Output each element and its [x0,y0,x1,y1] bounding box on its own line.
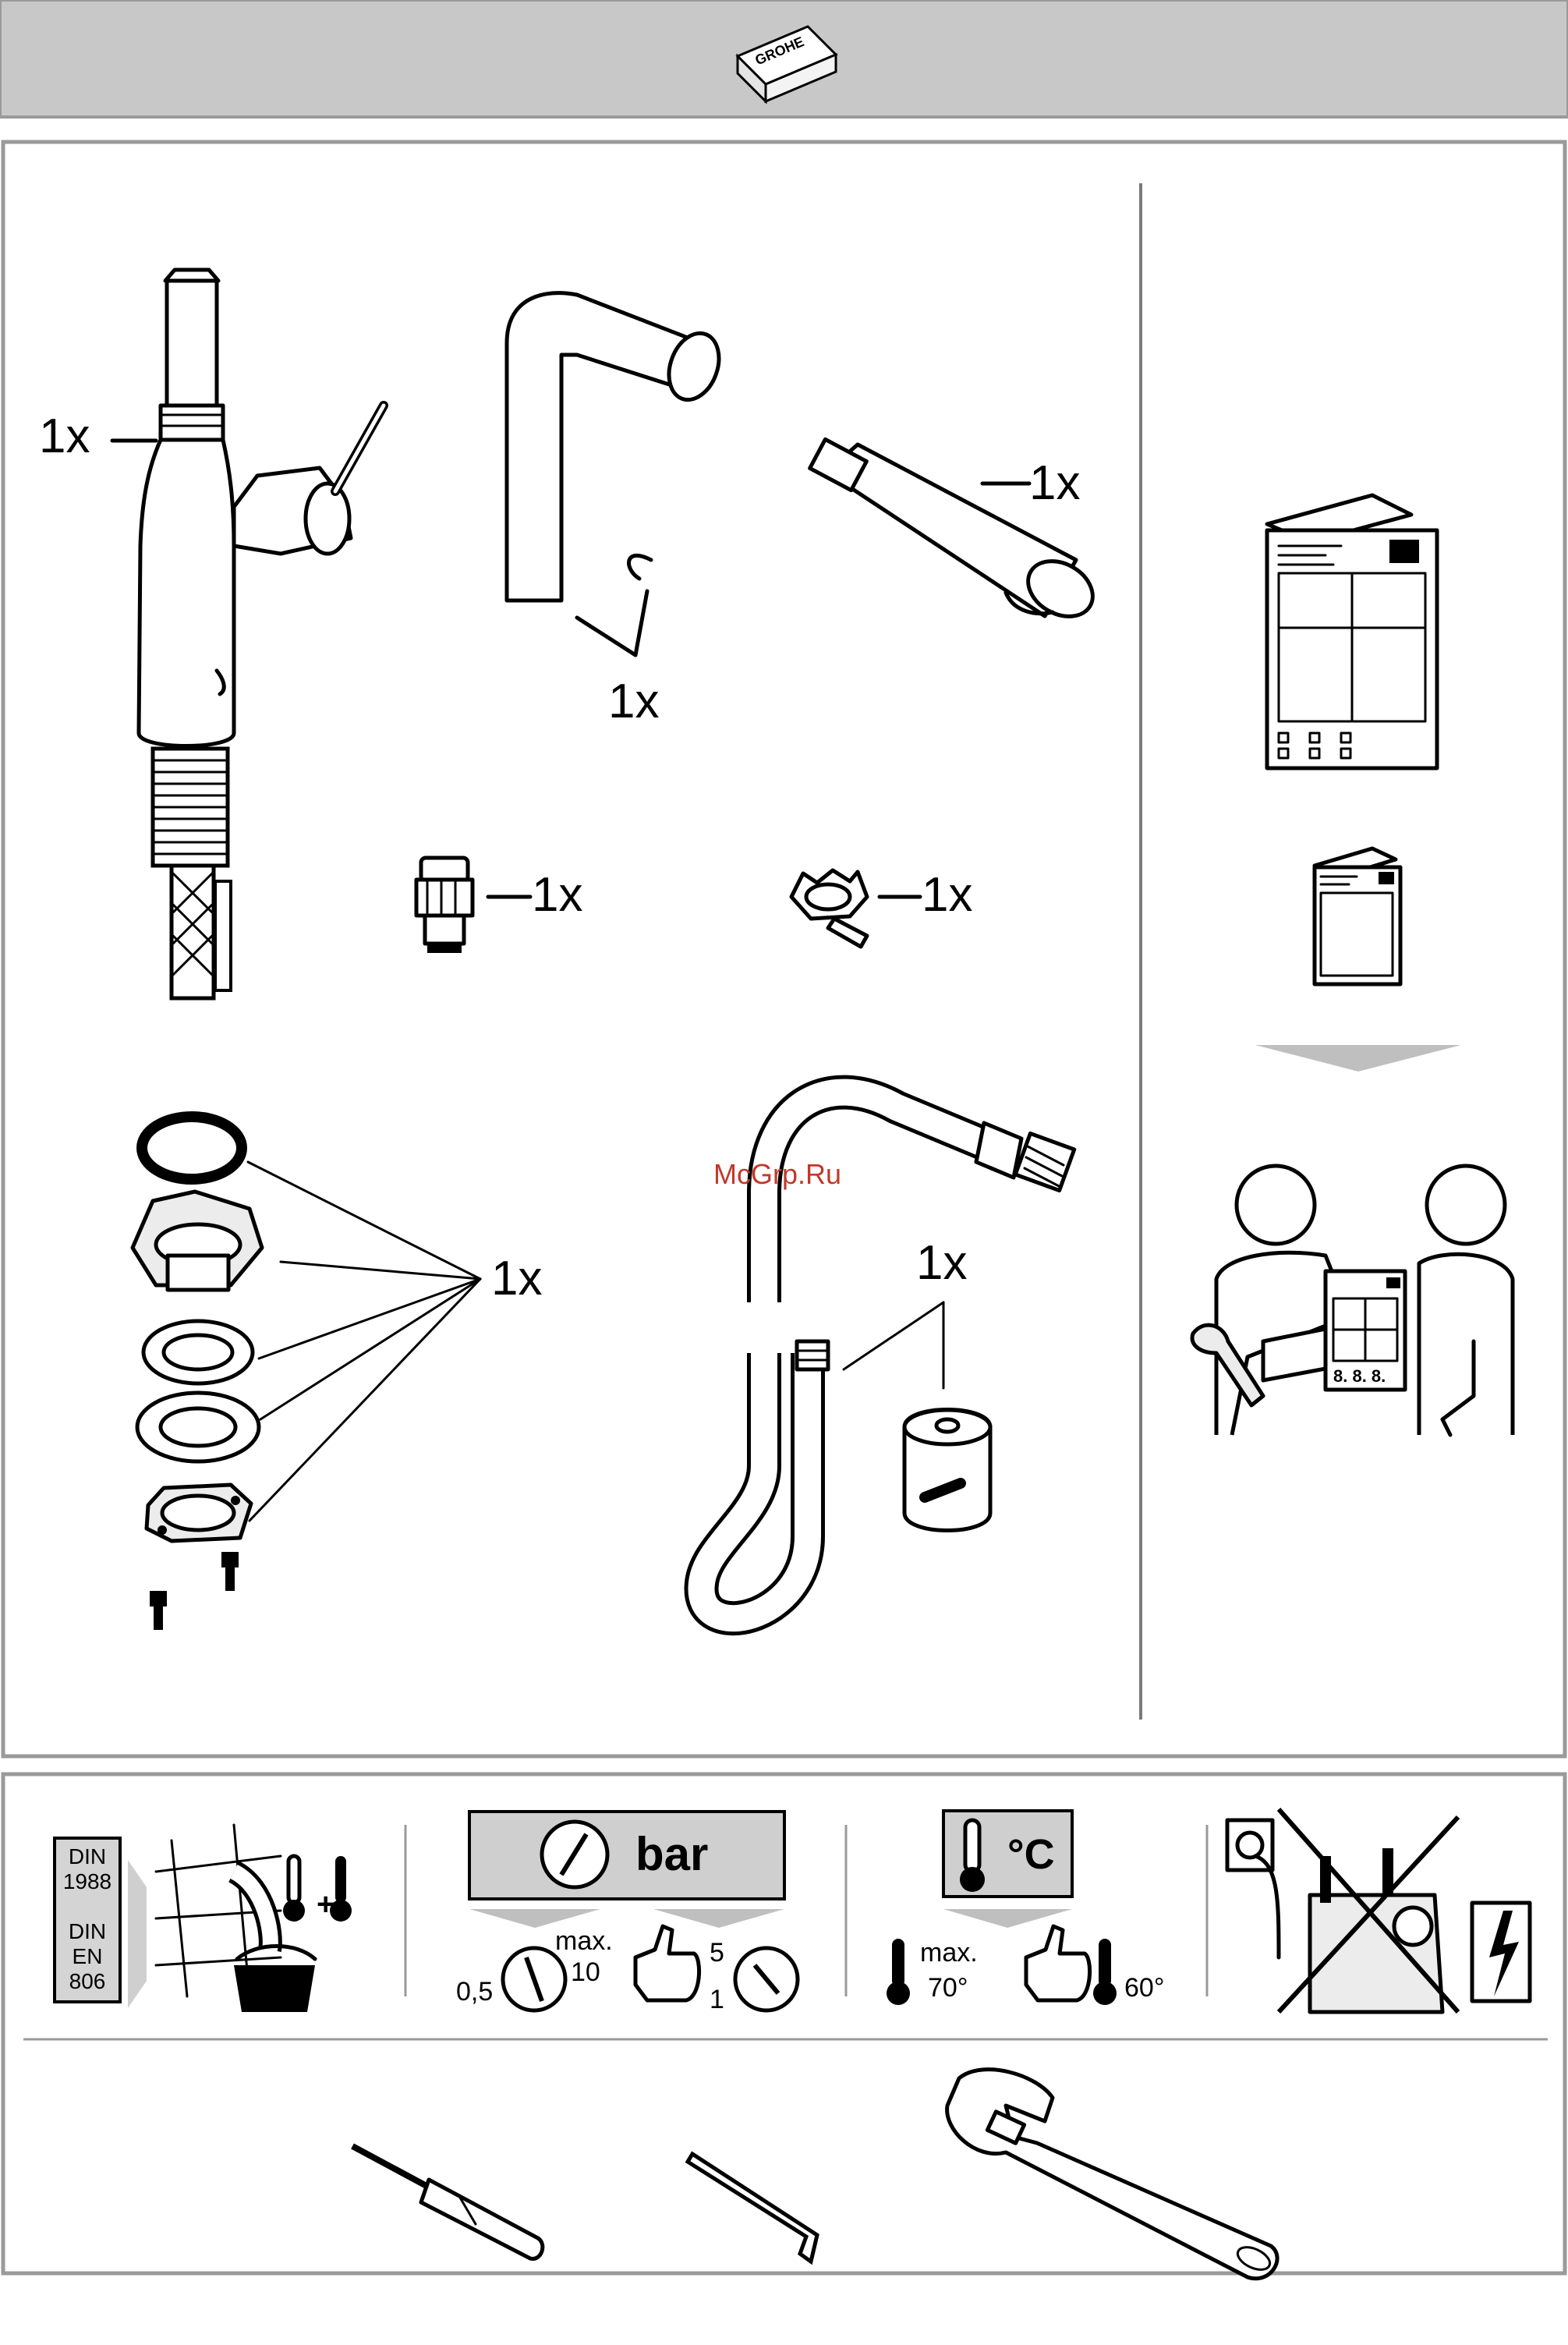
body-qty-label: 1x [39,409,90,463]
thermometer-icon [960,1820,985,1892]
temp-max-label: max. [920,1938,978,1968]
header-bar: GROHE [0,0,1568,117]
weight-qty-label: 1x [916,1236,967,1290]
spout-qty-label: 1x [608,675,659,728]
mounting-qty-label: 1x [491,1252,542,1305]
din-label: DIN [69,1844,106,1869]
en-label: EN [73,1944,103,1968]
temp-max-value: 70° [928,1973,968,2003]
gauge-icon [735,1948,798,2010]
pressure-min-value: 0,5 [456,1977,493,2007]
pressure-rec-low: 1 [710,1985,724,2014]
pressure-rec-high: 5 [710,1938,724,1968]
manual-small-icon [1315,848,1400,984]
din-number: 1988 [63,1869,111,1893]
temp-rec-value: 60° [1124,1973,1164,2003]
pressure-header: bar [469,1812,784,1899]
sheet-label: 8. 8. 8. [1333,1366,1386,1386]
pressure-unit: bar [635,1828,708,1880]
pressure-max-value: 10 [571,1957,600,1987]
hose-weight-icon [904,1410,990,1531]
manual-large-icon [1267,495,1437,768]
clip-qty-label: 1x [922,868,972,922]
aerator-qty-label: 1x [532,868,582,922]
high-voltage-icon [1472,1903,1530,2001]
gauge-icon [542,1822,607,1887]
din-label: DIN [69,1919,106,1943]
handle-qty-label: 1x [1029,456,1080,510]
pressure-max-label: max. [555,1926,613,1956]
din-standard-box: DIN 1988 DIN EN 806 [55,1838,120,2002]
temperature-header: °C [943,1811,1072,1897]
gauge-icon [503,1948,565,2010]
en-number: 806 [69,1969,106,1993]
watermark-text: McGrp.Ru [713,1158,841,1190]
temperature-unit: °C [1007,1831,1055,1878]
